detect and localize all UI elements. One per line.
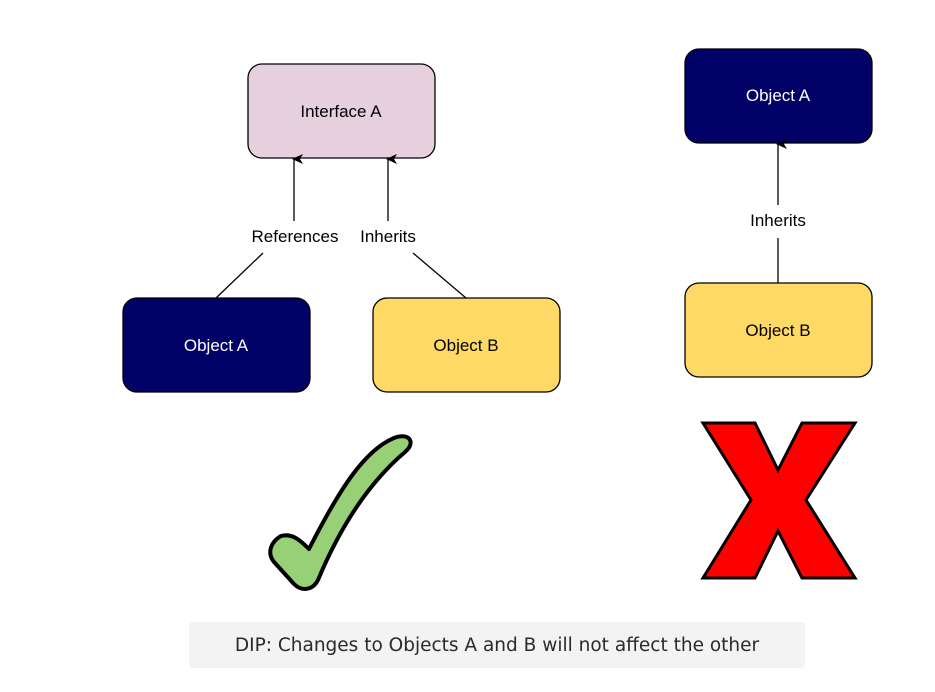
inherits-edge-left: Inherits [360, 154, 467, 299]
left-diagram: Interface A Object A Object B References… [122, 63, 561, 591]
interface-a-label: Interface A [300, 102, 382, 121]
object-a-label: Object A [184, 336, 249, 355]
interface-a-node: Interface A [247, 63, 436, 159]
inherits-label-right: Inherits [750, 211, 806, 230]
references-label: References [252, 227, 339, 246]
object-b-node-right: Object B [684, 282, 873, 378]
object-b-label: Object B [433, 336, 498, 355]
right-diagram: Object A Object B Inherits [684, 48, 873, 580]
object-a-node: Object A [122, 297, 311, 393]
check-mark-icon [268, 434, 413, 591]
object-a-node-right: Object A [684, 48, 873, 144]
x-mark-icon [700, 421, 858, 580]
inherits-label-left: Inherits [360, 227, 416, 246]
object-a-label-right: Object A [746, 86, 811, 105]
caption: DIP: Changes to Objects A and B will not… [189, 622, 805, 668]
inherits-edge-right: Inherits [750, 139, 806, 283]
object-b-label-right: Object B [745, 321, 810, 340]
object-b-node: Object B [372, 297, 561, 393]
references-edge: References [215, 154, 339, 299]
